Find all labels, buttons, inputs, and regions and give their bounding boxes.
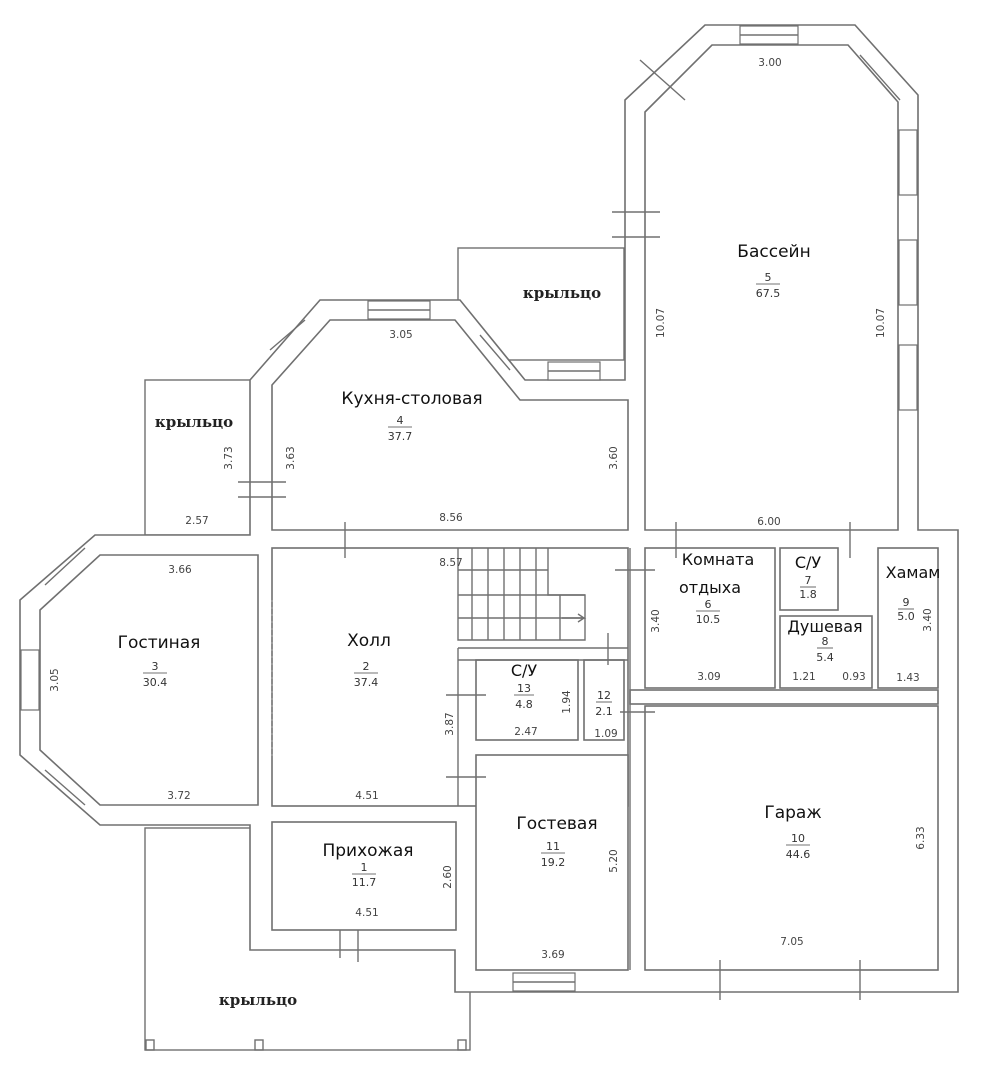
dim-guest-bottom: 3.69 xyxy=(541,949,564,961)
dim-pool-bottom: 6.00 xyxy=(757,516,780,528)
dim-entrance-bottom: 4.51 xyxy=(355,907,378,919)
room-number: 5 xyxy=(765,271,772,284)
room-area: 37.7 xyxy=(388,430,413,443)
room-number: 12 xyxy=(597,689,611,702)
room-area: 11.7 xyxy=(352,876,377,889)
dim-kitchen-bottom: 8.56 xyxy=(439,512,463,524)
outer-walls xyxy=(19,24,959,993)
porch-post xyxy=(145,1039,155,1051)
dim-rest-left: 3.40 xyxy=(650,609,662,632)
room-rest: Комната отдыха 6 10.5 xyxy=(679,550,754,626)
room-area: 67.5 xyxy=(756,287,781,300)
room-area: 5.4 xyxy=(816,651,834,664)
porch-left-outline xyxy=(144,379,252,536)
room-name: Кухня-столовая xyxy=(341,389,482,409)
room-name: Хамам xyxy=(886,563,941,582)
room-hamam: Хамам 9 5.0 xyxy=(886,563,941,623)
room-name: Гараж xyxy=(764,803,821,823)
room-number: 8 xyxy=(822,635,829,648)
room-area: 1.8 xyxy=(799,588,817,601)
room-number: 13 xyxy=(517,682,531,695)
dim-room12-bottom: 1.09 xyxy=(594,728,617,740)
porch-bottom-label: крыльцо xyxy=(219,991,297,1009)
dim-wc13-right: 1.94 xyxy=(561,690,573,714)
room-hall: Холл 2 37.4 xyxy=(347,631,391,689)
dim-living-left: 3.05 xyxy=(49,668,61,691)
staircase xyxy=(457,548,587,641)
door-marks xyxy=(238,211,861,1000)
dim-porch-left-w: 2.57 xyxy=(185,515,208,527)
room-wc7: С/У 7 1.8 xyxy=(795,553,822,601)
room-name: Прихожая xyxy=(322,841,413,861)
dim-porch-left-h: 3.73 xyxy=(223,446,235,469)
room-entrance: Прихожая 1 11.7 xyxy=(322,841,413,889)
dim-guest-right: 5.20 xyxy=(608,849,620,872)
dim-living-top: 3.66 xyxy=(168,564,192,576)
room-guest: Гостевая 11 19.2 xyxy=(516,814,597,869)
room-name: Гостевая xyxy=(516,814,597,834)
room-number: 1 xyxy=(361,861,368,874)
room-area: 44.6 xyxy=(786,848,811,861)
room-living: Гостиная 3 30.4 xyxy=(118,633,201,689)
dim-living-bottom: 3.72 xyxy=(167,790,190,802)
room-pool: Бассейн 5 67.5 xyxy=(737,242,810,300)
porch-post xyxy=(457,1039,467,1051)
porch-top-label: крыльцо xyxy=(523,284,601,302)
dim-hamam-w: 1.43 xyxy=(896,672,919,684)
dim-hamam-right: 3.40 xyxy=(922,608,934,631)
room-area: 5.0 xyxy=(897,610,915,623)
windows xyxy=(20,25,918,992)
dim-pool-top: 3.00 xyxy=(758,57,781,69)
room-name: Гостиная xyxy=(118,633,201,653)
room-number: 10 xyxy=(791,832,805,845)
room-number: 11 xyxy=(546,840,560,853)
room-number: 3 xyxy=(152,660,159,673)
room-area: 19.2 xyxy=(541,856,566,869)
dim-garage-bottom: 7.05 xyxy=(780,936,803,948)
dimension-labels: 3.00 10.07 10.07 6.00 3.05 3.63 3.60 8.5… xyxy=(49,57,934,961)
room-area: 30.4 xyxy=(143,676,168,689)
dim-pool-right: 10.07 xyxy=(875,308,887,338)
room-kitchen: Кухня-столовая 4 37.7 xyxy=(341,389,482,443)
room-area: 4.8 xyxy=(515,698,533,711)
dim-pool-left: 10.07 xyxy=(655,308,667,338)
room-number: 2 xyxy=(363,660,370,673)
room-name: С/У xyxy=(511,661,538,680)
room-name: Холл xyxy=(347,631,391,651)
room-name: Душевая xyxy=(787,617,862,636)
dim-garage-right: 6.33 xyxy=(915,826,927,849)
dim-hall-top: 8.57 xyxy=(439,557,462,569)
dim-wc13-bottom: 2.47 xyxy=(514,726,537,738)
dim-hall-right: 3.87 xyxy=(444,712,456,735)
room-number: 6 xyxy=(705,598,712,611)
dim-kitchen-right: 3.60 xyxy=(608,446,620,469)
room-name-line1: Комната xyxy=(682,550,755,569)
dim-shower-right-w: 0.93 xyxy=(842,671,865,683)
dim-shower-left-w: 1.21 xyxy=(792,671,815,683)
room-shower: Душевая 8 5.4 xyxy=(787,617,862,664)
room-number: 9 xyxy=(903,596,910,609)
dim-hall-bottom: 4.51 xyxy=(355,790,378,802)
porch-post xyxy=(254,1039,264,1051)
room-12: 12 2.1 xyxy=(595,689,613,718)
room-garage: Гараж 10 44.6 xyxy=(764,803,821,861)
dim-kitchen-left: 3.63 xyxy=(285,446,297,469)
room-number: 7 xyxy=(805,574,812,587)
porch-left-label: крыльцо xyxy=(155,413,233,431)
room-area: 10.5 xyxy=(696,613,721,626)
dim-entrance-right: 2.60 xyxy=(442,865,454,888)
room-area: 37.4 xyxy=(354,676,379,689)
room-area: 2.1 xyxy=(595,705,613,718)
room-name: Бассейн xyxy=(737,242,810,262)
dim-rest-bottom: 3.09 xyxy=(697,671,720,683)
room-name: С/У xyxy=(795,553,822,572)
room-number: 4 xyxy=(397,414,404,427)
dim-kitchen-top: 3.05 xyxy=(389,329,412,341)
room-name-line2: отдыха xyxy=(679,578,741,597)
room-wc13: С/У 13 4.8 xyxy=(511,661,538,711)
